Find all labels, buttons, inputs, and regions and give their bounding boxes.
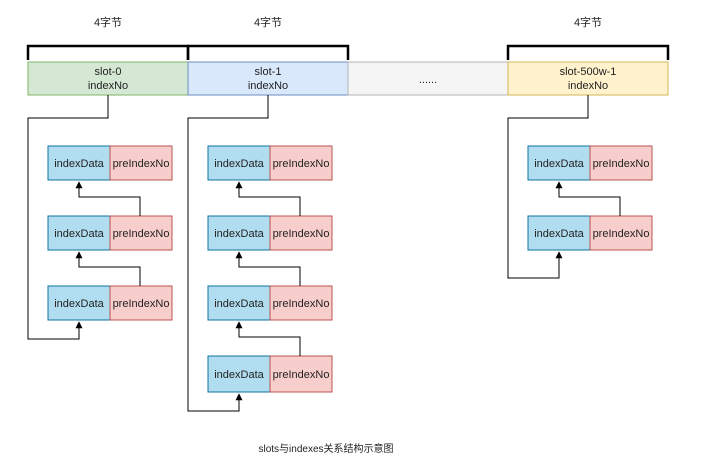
pre-index-no-label: preIndexNo: [273, 158, 330, 170]
index-data-label: indexData: [214, 369, 264, 381]
index-chain-slot-1: indexData preIndexNo indexData preIndexN…: [187, 95, 333, 412]
index-data-label: indexData: [534, 228, 584, 240]
slot-cell: slot-0 indexNo: [27, 61, 189, 96]
slot-name: slot-0: [95, 66, 122, 78]
index-node: indexData preIndexNo: [527, 215, 653, 251]
slot-cell-bg: [27, 61, 189, 96]
index-node: indexData preIndexNo: [47, 215, 173, 251]
pre-index-no-label: preIndexNo: [593, 228, 650, 240]
index-data-label: indexData: [54, 228, 104, 240]
slot-name: ......: [419, 74, 437, 86]
diagram-caption: slots与indexes关系结构示意图: [258, 442, 393, 455]
slot-array: slot-0 indexNo slot-1 indexNo ...... slo…: [27, 61, 669, 96]
slot-cell: slot-500w-1 indexNo: [507, 61, 669, 96]
prev-pointer-arrow: [75, 251, 141, 286]
index-node: indexData preIndexNo: [207, 285, 333, 321]
pre-index-no-label: preIndexNo: [273, 298, 330, 310]
pre-index-no-cell: [589, 145, 653, 181]
brace-slot-1: 4字节: [186, 15, 350, 60]
slot-cell-ellipsis: ......: [347, 61, 509, 96]
pre-index-no-cell: [109, 285, 173, 321]
index-data-label: indexData: [54, 158, 104, 170]
pre-index-no-label: preIndexNo: [113, 158, 170, 170]
index-data-label: indexData: [534, 158, 584, 170]
brace-slot-500w-1: 4字节: [506, 15, 670, 60]
slot-cell-bg: [507, 61, 669, 96]
index-data-cell: [207, 145, 271, 181]
slot-field: indexNo: [568, 80, 608, 92]
index-data-cell: [207, 215, 271, 251]
slot-field: indexNo: [88, 80, 128, 92]
index-data-cell: [47, 285, 111, 321]
index-data-cell: [207, 355, 271, 393]
brace-slot-0: 4字节: [26, 15, 190, 60]
pre-index-no-label: preIndexNo: [273, 228, 330, 240]
slot-cell-bg: [347, 61, 509, 96]
slot-head-pointer-arrow: [507, 95, 589, 279]
pre-index-no-cell: [269, 355, 333, 393]
slot-cell: slot-1 indexNo: [187, 61, 349, 96]
pre-index-no-cell: [589, 215, 653, 251]
pre-index-no-label: preIndexNo: [113, 228, 170, 240]
index-node: indexData preIndexNo: [47, 145, 173, 181]
prev-pointer-arrow: [75, 181, 141, 216]
index-chain-slot-500w-1: indexData preIndexNo indexData preIndexN…: [507, 95, 653, 279]
index-node: indexData preIndexNo: [207, 215, 333, 251]
index-node: indexData preIndexNo: [207, 145, 333, 181]
brace-label: 4字节: [574, 15, 602, 29]
prev-pointer-arrow: [555, 181, 621, 216]
slot-cell-bg: [187, 61, 349, 96]
brace-label: 4字节: [254, 15, 282, 29]
brace-label: 4字节: [94, 15, 122, 29]
pre-index-no-label: preIndexNo: [113, 298, 170, 310]
slot-head-pointer-arrow: [187, 95, 269, 412]
index-node: indexData preIndexNo: [207, 355, 333, 393]
index-node: indexData preIndexNo: [527, 145, 653, 181]
index-data-label: indexData: [54, 298, 104, 310]
slot-name: slot-500w-1: [560, 66, 617, 78]
prev-pointer-arrow: [235, 321, 301, 356]
index-data-label: indexData: [214, 298, 264, 310]
index-data-cell: [207, 285, 271, 321]
pre-index-no-label: preIndexNo: [593, 158, 650, 170]
pre-index-no-cell: [269, 215, 333, 251]
pre-index-no-cell: [109, 145, 173, 181]
index-data-label: indexData: [214, 158, 264, 170]
index-node: indexData preIndexNo: [47, 285, 173, 321]
pre-index-no-label: preIndexNo: [273, 369, 330, 381]
index-chain-slot-0: indexData preIndexNo indexData preIndexN…: [27, 95, 173, 340]
index-data-cell: [47, 145, 111, 181]
pre-index-no-cell: [269, 285, 333, 321]
pre-index-no-cell: [109, 215, 173, 251]
prev-pointer-arrow: [235, 181, 301, 216]
slot-name: slot-1: [255, 66, 282, 78]
slot-head-pointer-arrow: [27, 95, 109, 340]
prev-pointer-arrow: [235, 251, 301, 286]
index-data-cell: [47, 215, 111, 251]
index-data-cell: [527, 215, 591, 251]
slot-field: indexNo: [248, 80, 288, 92]
pre-index-no-cell: [269, 145, 333, 181]
index-data-label: indexData: [214, 228, 264, 240]
